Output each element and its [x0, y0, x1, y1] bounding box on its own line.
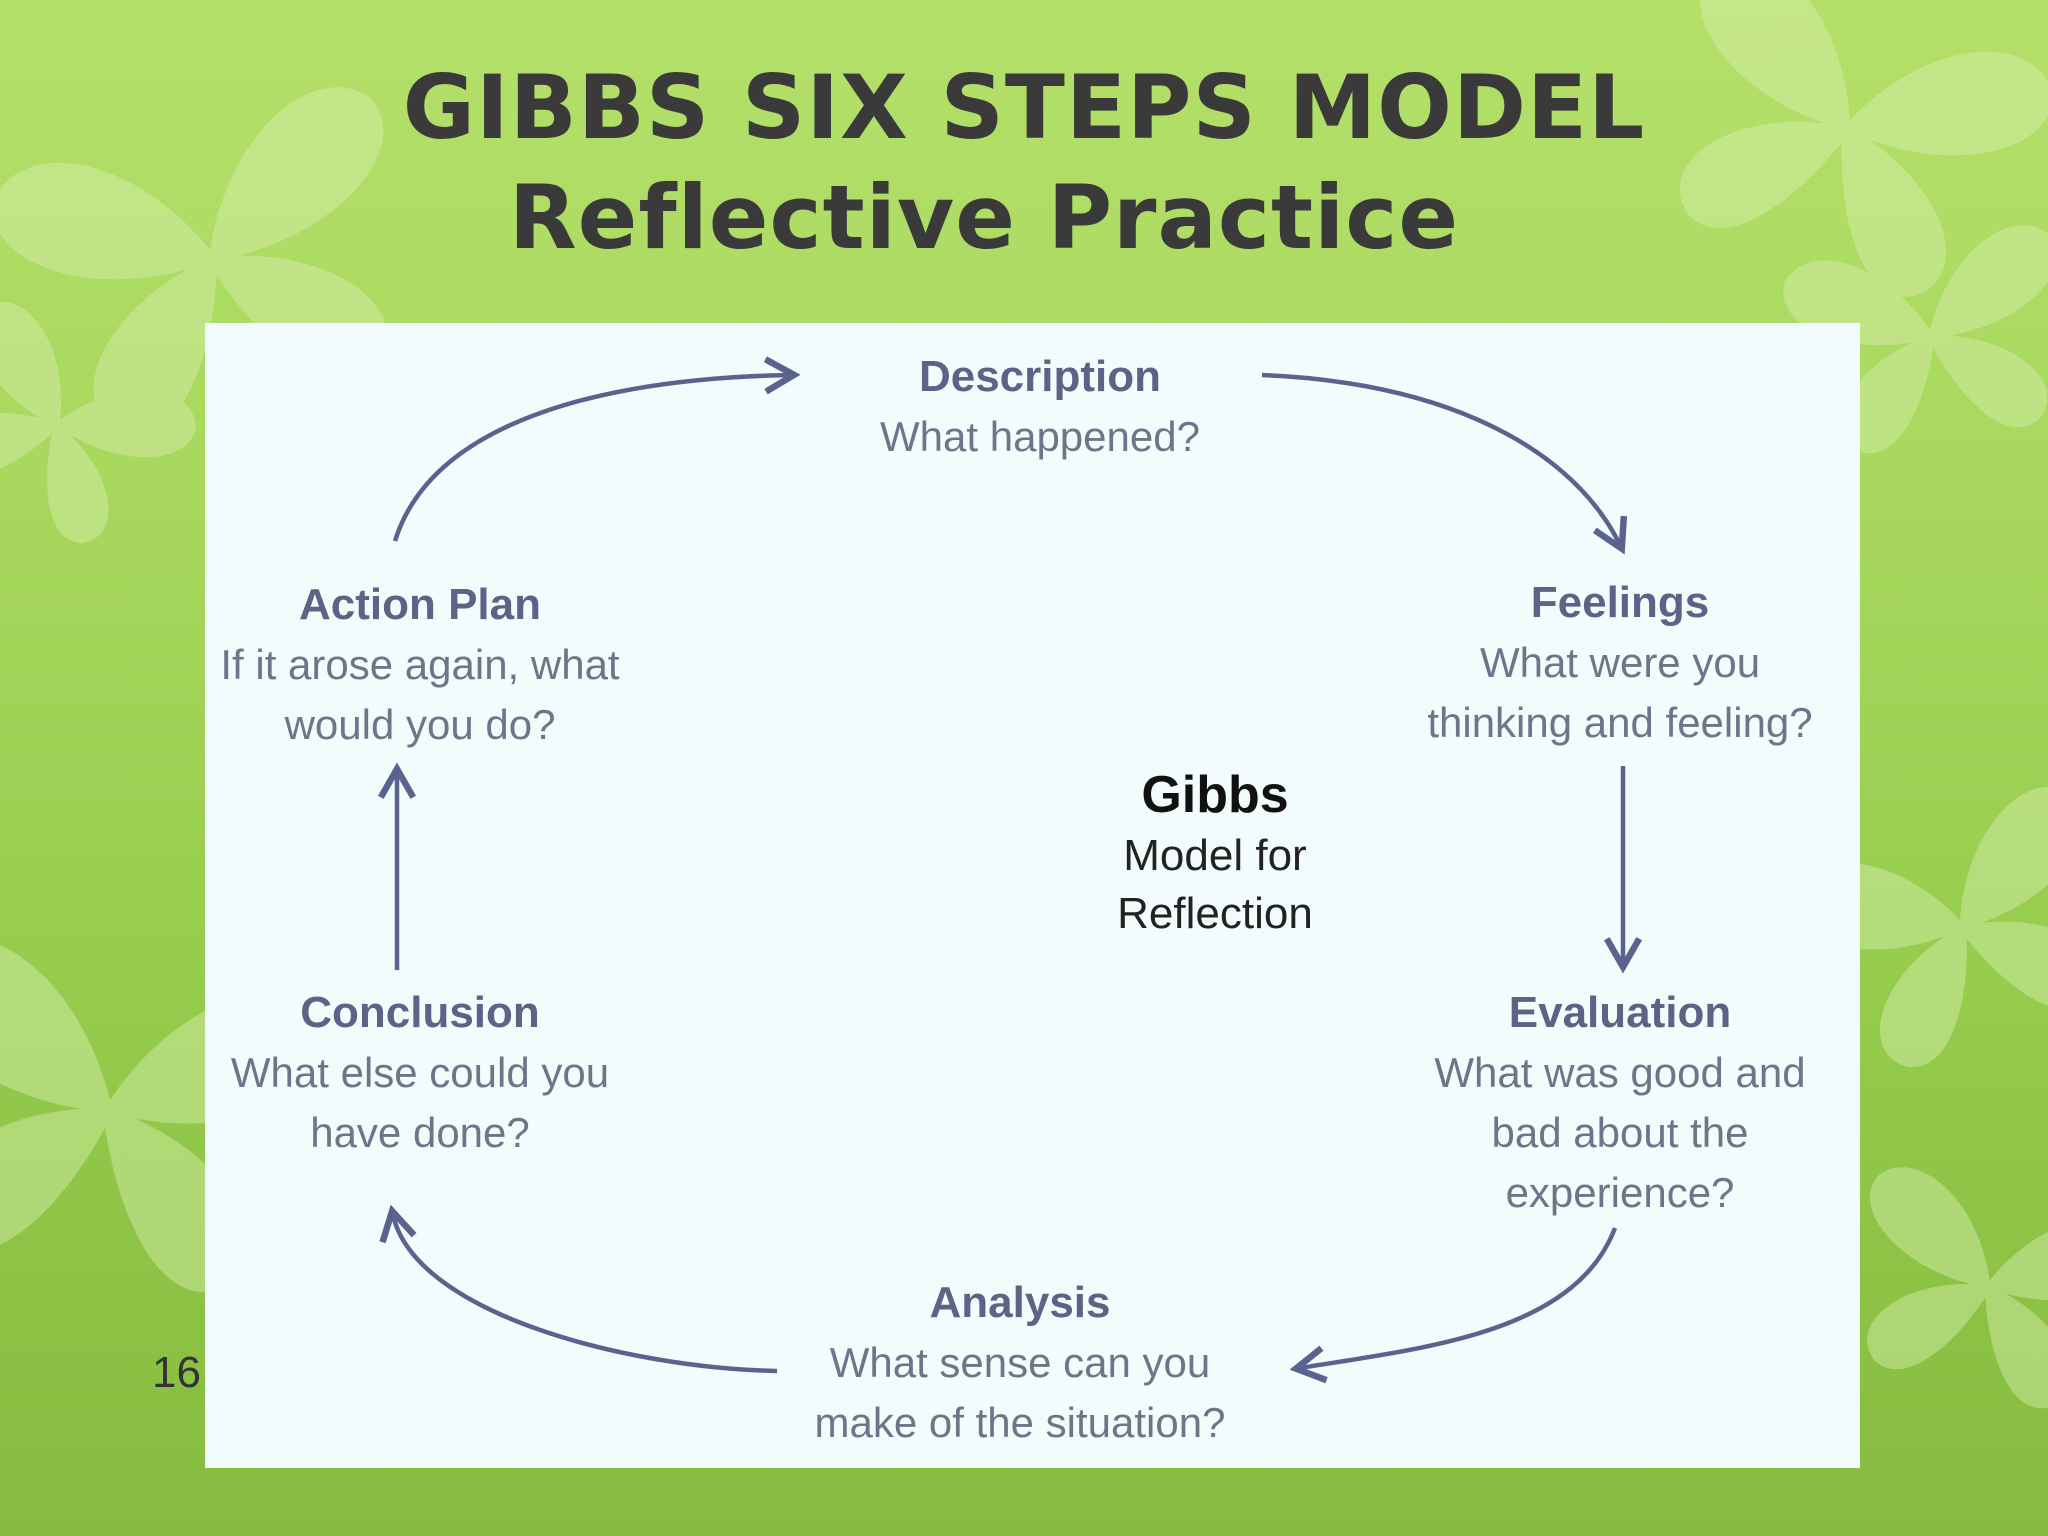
- step-feelings: Feelings What were you thinking and feel…: [1410, 573, 1830, 753]
- slide-title: GIBBS SIX STEPS MODEL: [402, 56, 1646, 159]
- step-title: Description: [918, 352, 1162, 401]
- step-conclusion: Conclusion What else could you have done…: [225, 983, 615, 1163]
- gibbs-cycle-diagram: Description What happened? Feelings What…: [205, 323, 1860, 1468]
- step-title: Feelings: [1530, 578, 1710, 627]
- slide-subtitle: Reflective Practice: [508, 166, 1460, 269]
- diagram-center-label: Gibbs Model for Reflection: [945, 763, 1485, 943]
- step-evaluation: Evaluation What was good and bad about t…: [1420, 983, 1820, 1223]
- step-question: What were you thinking and feeling?: [1427, 639, 1813, 746]
- slide-number: 16: [152, 1348, 201, 1397]
- center-subtitle: Model for Reflection: [1117, 831, 1313, 938]
- step-question: What sense can you make of the situation…: [814, 1339, 1226, 1446]
- cycle-arrows: [377, 356, 1643, 1384]
- step-title: Conclusion: [300, 988, 540, 1037]
- step-question: What happened?: [880, 413, 1200, 460]
- step-question: If it arose again, what would you do?: [220, 641, 620, 748]
- step-title: Analysis: [929, 1278, 1111, 1327]
- step-question: What else could you have done?: [230, 1049, 610, 1156]
- step-title: Evaluation: [1508, 988, 1732, 1037]
- arrow-action-plan-to-description: [392, 356, 801, 542]
- step-title: Action Plan: [298, 580, 542, 629]
- arrow-analysis-to-conclusion: [379, 1204, 778, 1374]
- step-action-plan: Action Plan If it arose again, what woul…: [215, 575, 625, 755]
- step-question: What was good and bad about the experien…: [1434, 1049, 1806, 1216]
- step-analysis: Analysis What sense can you make of the …: [795, 1273, 1245, 1453]
- step-description: Description What happened?: [805, 347, 1275, 467]
- center-title: Gibbs: [1141, 766, 1289, 824]
- arrow-description-to-feelings: [1261, 372, 1628, 555]
- arrow-evaluation-to-analysis: [1289, 1227, 1618, 1384]
